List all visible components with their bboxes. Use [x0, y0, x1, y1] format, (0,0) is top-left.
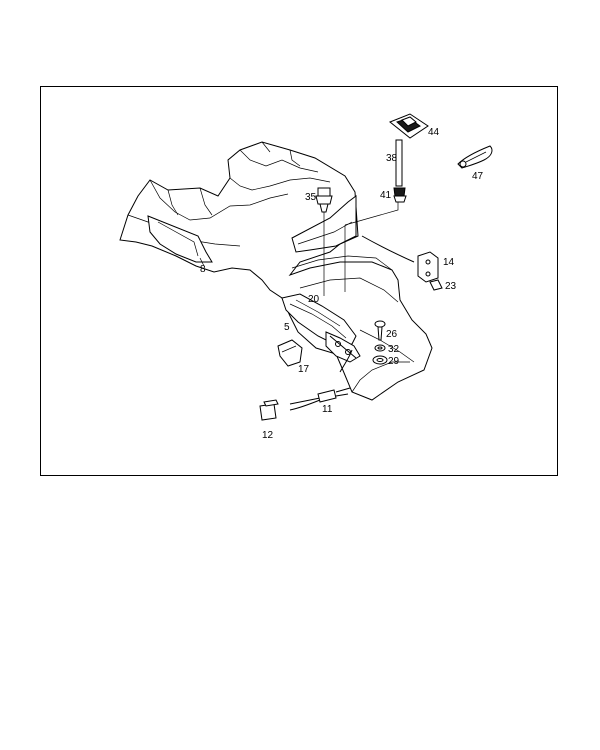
label-17: 17 [298, 364, 310, 375]
label-14: 14 [443, 257, 455, 268]
part-44 [389, 113, 429, 139]
part-14 [417, 251, 439, 283]
label-41: 41 [380, 190, 392, 201]
label-44: 44 [428, 127, 440, 138]
diagram-frame [40, 86, 558, 476]
part-35 [315, 187, 333, 213]
part-47 [457, 145, 493, 169]
label-5: 5 [284, 322, 290, 333]
label-8: 8 [200, 264, 206, 275]
label-38: 38 [386, 153, 398, 164]
part-41 [393, 187, 407, 203]
label-20: 20 [308, 294, 320, 305]
part-32 [374, 344, 386, 352]
label-26: 26 [386, 329, 398, 340]
label-32: 32 [388, 344, 400, 355]
label-12: 12 [262, 430, 274, 441]
callout-labels: 44 38 47 35 41 14 23 8 20 5 26 32 29 17 … [200, 127, 484, 441]
label-35: 35 [305, 192, 317, 203]
part-17 [277, 339, 303, 367]
part-23 [429, 279, 443, 291]
part-11 [289, 387, 351, 411]
label-23: 23 [445, 281, 457, 292]
part-29 [372, 355, 388, 365]
part-38 [395, 139, 403, 187]
label-11: 11 [322, 404, 333, 415]
part-26 [374, 320, 386, 341]
label-29: 29 [388, 356, 400, 367]
part-12 [259, 399, 279, 421]
label-47: 47 [472, 171, 484, 182]
